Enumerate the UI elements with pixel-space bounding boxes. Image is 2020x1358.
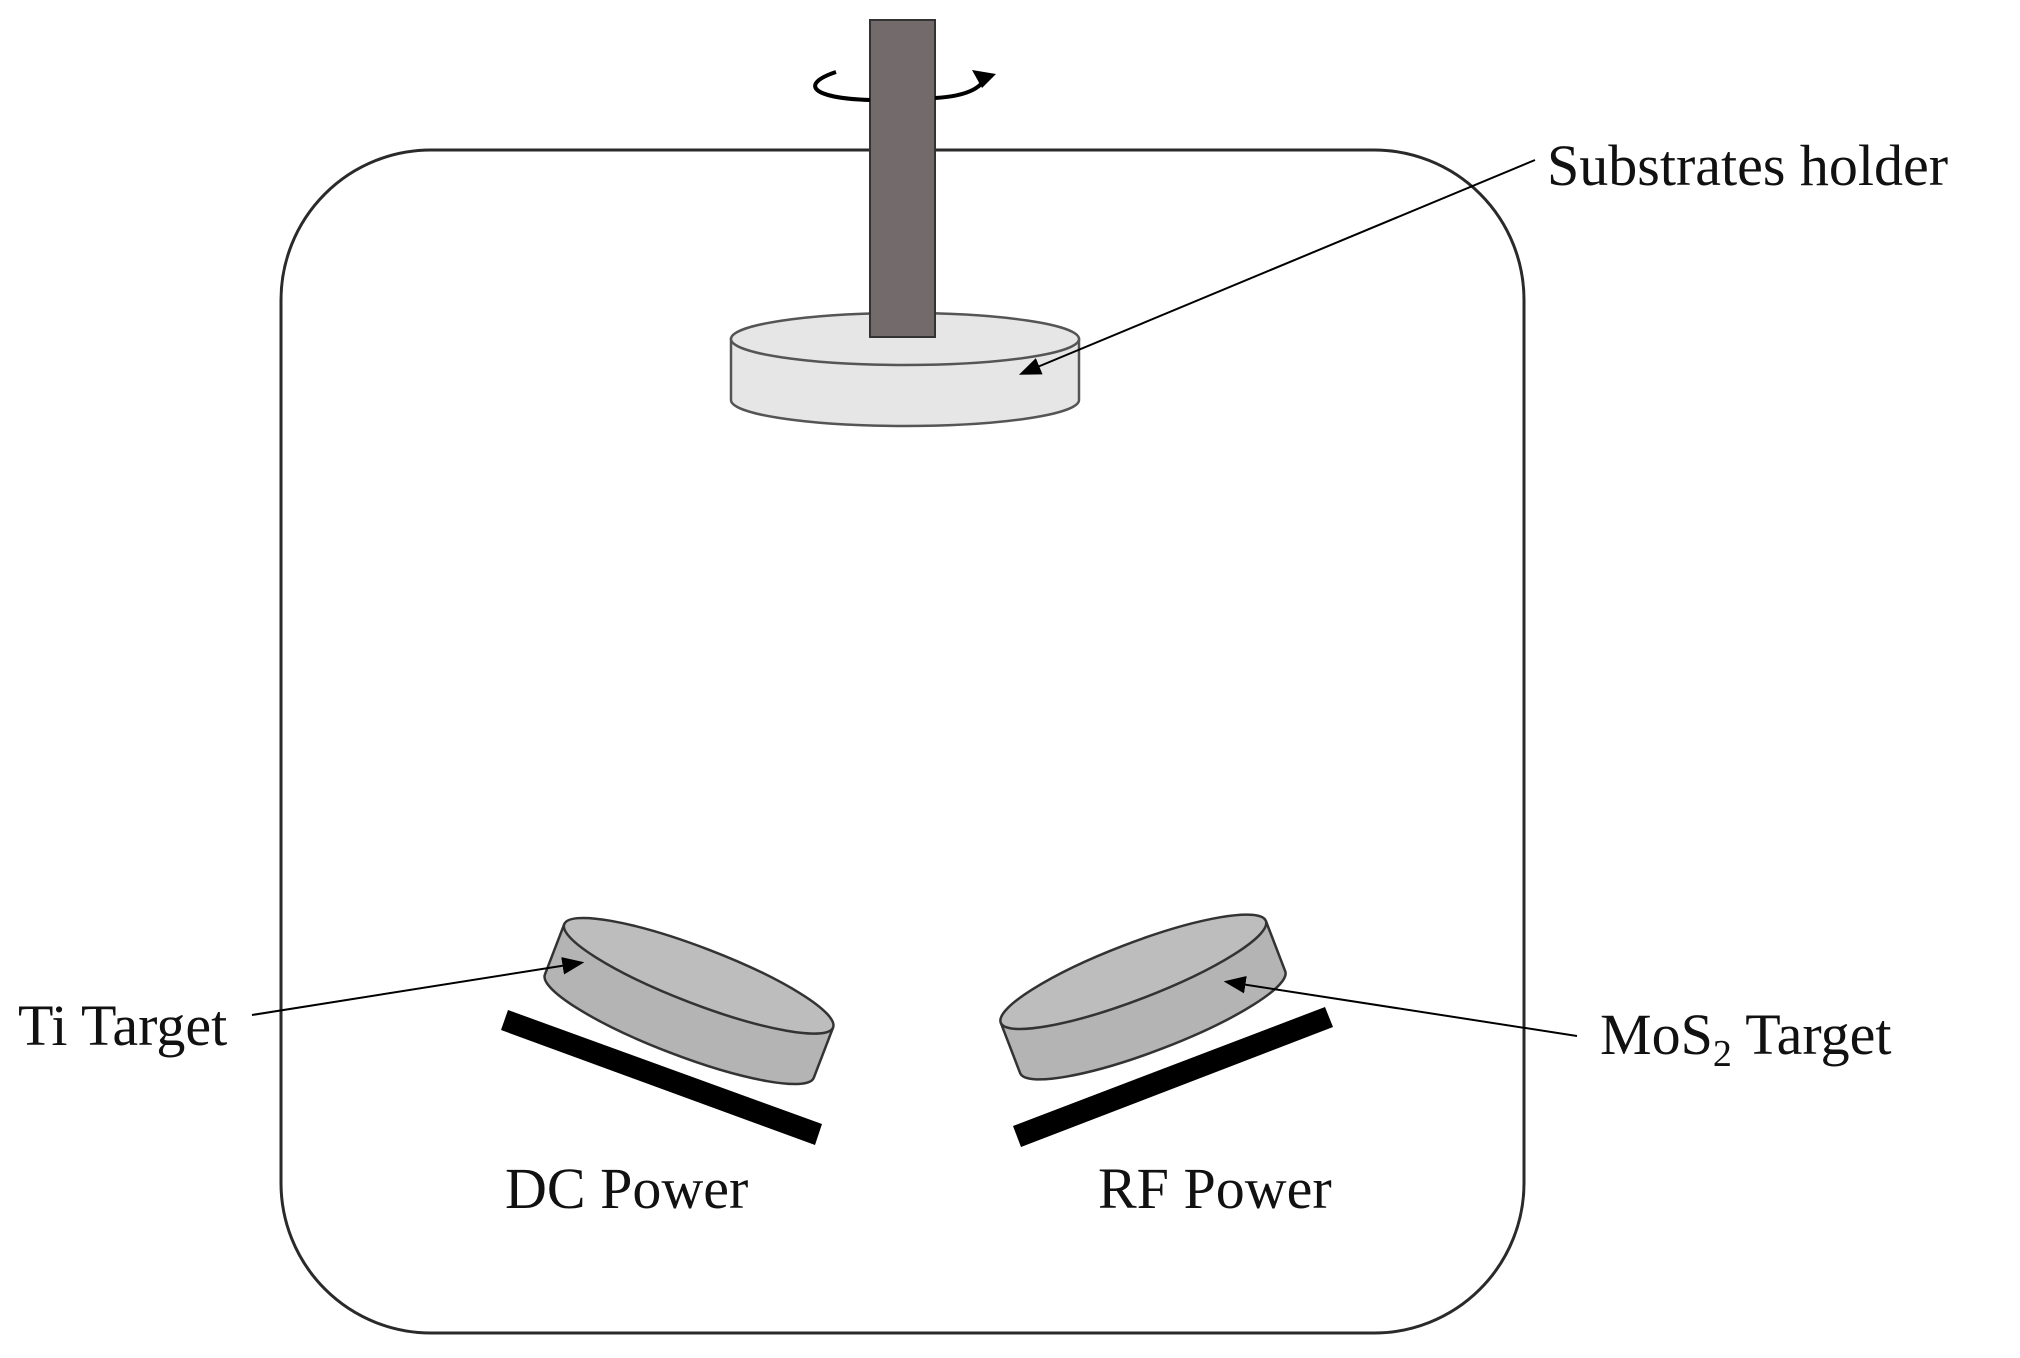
dc-power-label: DC Power [505, 1156, 748, 1221]
mos2-suffix: Target [1732, 1002, 1892, 1067]
mos2-target [999, 913, 1287, 1081]
mos2-prefix: MoS [1600, 1002, 1713, 1067]
mos2-target-label: MoS2 Target [1600, 1002, 1892, 1075]
rotation-rod [869, 19, 936, 338]
rf-power-plate [1013, 1007, 1333, 1147]
rotation-arrow-icon [813, 70, 996, 102]
rf-power-label: RF Power [1098, 1156, 1332, 1221]
substrates-holder-leader [1018, 159, 1536, 375]
ti-target [543, 916, 835, 1086]
ti-target-leader [251, 957, 585, 1016]
dc-power-plate [501, 1010, 822, 1145]
substrates-holder-label: Substrates holder [1547, 133, 1948, 198]
mos2-target-leader [1223, 975, 1578, 1037]
ti-target-label: Ti Target [18, 993, 227, 1058]
mos2-subscript: 2 [1713, 1033, 1732, 1075]
substrates-holder [729, 311, 1081, 428]
